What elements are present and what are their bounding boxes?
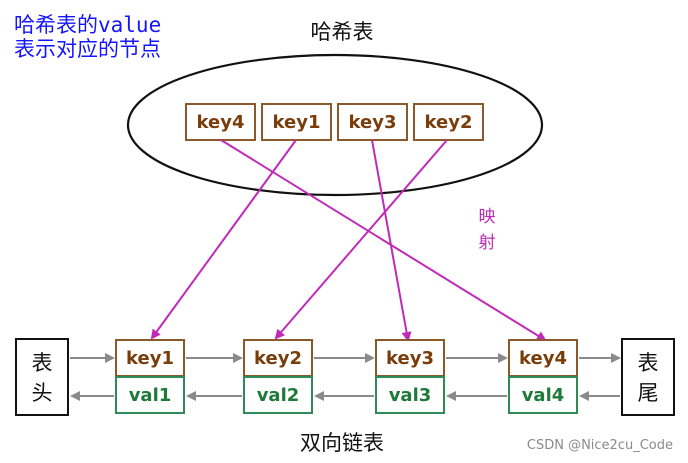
hash-key-label: key3 [349,112,397,133]
node-val-rect [508,376,578,414]
list-head-rect [15,338,69,416]
mapping-label-line-1: 映 [479,207,496,227]
linked-list-title: 双向链表 [300,431,384,455]
hash-key-box-key2: key2 [413,103,484,141]
list-node-4: key4 val4 [508,339,578,414]
list-node-2: key2 val2 [243,339,313,414]
node-val-label: val2 [257,385,300,406]
watermark: CSDN @Nice2cu_Code [527,438,673,453]
hash-key-label: key4 [197,112,245,133]
mapping-arrow-key2 [274,139,448,340]
node-val-label: val1 [129,385,172,406]
list-node-3: key3 val3 [375,339,445,414]
list-tail-label-line-1: 表 [638,351,659,375]
hash-table-title: 哈希表 [311,20,374,44]
list-tail-box: 表 尾 [621,338,675,416]
list-tail-rect [621,338,675,416]
note-line-1: 哈希表的value [14,13,161,37]
hash-key-label: key1 [273,112,321,133]
mapping-label-line-2: 射 [479,233,496,253]
hash-key-rect [261,103,332,141]
mapping-arrow-key4 [220,139,547,342]
node-key-label: key4 [519,348,567,369]
note-line-2: 表示对应的节点 [14,37,161,61]
node-val-rect [115,376,185,414]
list-head-label-line-1: 表 [32,351,53,375]
node-val-rect [375,376,445,414]
hash-key-box-key4: key4 [185,103,256,141]
list-tail-label-line-2: 尾 [638,381,659,405]
node-val-label: val4 [522,385,565,406]
node-key-rect [375,339,445,377]
node-key-label: key3 [386,348,434,369]
hash-key-rect [337,103,408,141]
node-val-label: val3 [389,385,432,406]
mapping-arrow-key1 [150,139,297,340]
hash-table-ellipse [126,53,544,197]
hash-key-box-key1: key1 [261,103,332,141]
hash-key-box-key3: key3 [337,103,408,141]
hash-key-rect [413,103,484,141]
hash-key-rect [185,103,256,141]
node-key-label: key2 [254,348,302,369]
mapping-arrow-key3 [371,139,412,342]
list-head-label-line-2: 头 [32,381,53,405]
list-node-1: key1 val1 [115,339,185,414]
hash-key-label: key2 [425,112,473,133]
node-key-rect [243,339,313,377]
node-val-rect [243,376,313,414]
list-head-box: 表 头 [15,338,69,416]
node-key-label: key1 [126,348,174,369]
